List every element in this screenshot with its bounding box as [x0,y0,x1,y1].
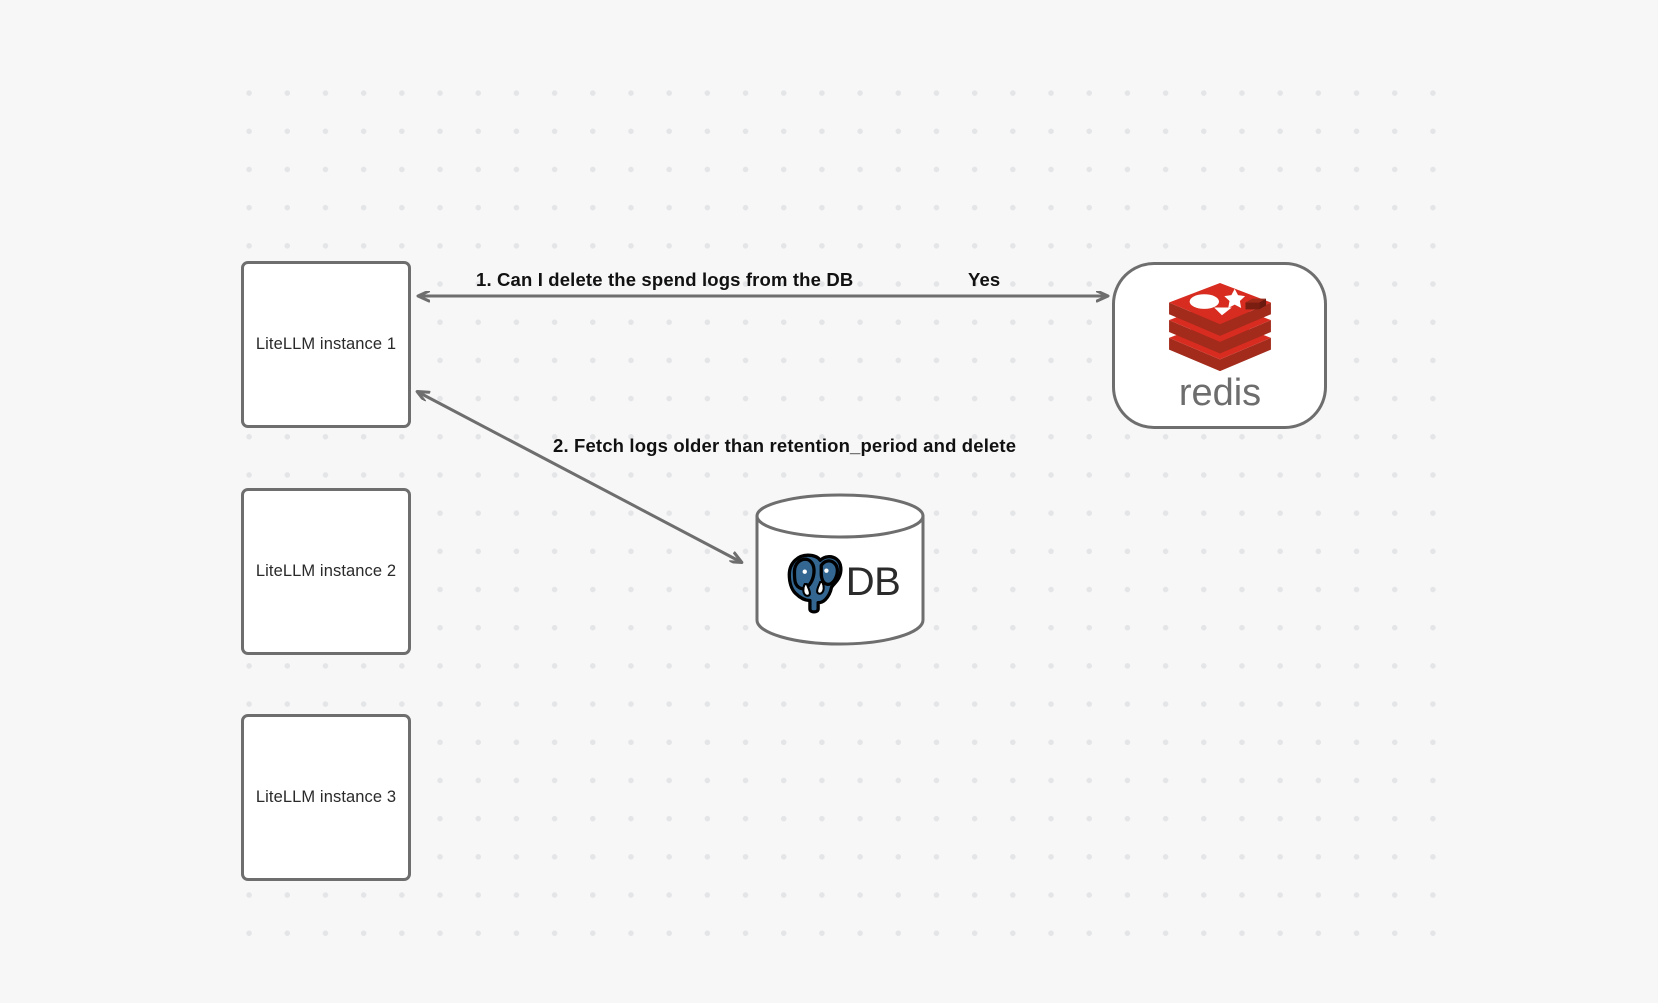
edge-label-1: 1. Can I delete the spend logs from the … [476,269,854,290]
redis-logo-icon [1168,282,1271,371]
node-litellm-instance-1[interactable]: LiteLLM instance 1 [241,261,411,428]
edge-db-litellm1 [418,392,741,562]
node-litellm-instance-3[interactable]: LiteLLM instance 3 [241,714,411,881]
edge-label-yes: Yes [968,269,1001,290]
node-label: LiteLLM instance 1 [255,335,397,353]
redis-wordmark-text: redis [1178,373,1260,414]
cylinder-shape [755,493,925,646]
redis-wordmark: redis [1178,373,1260,414]
postgresql-elephant-icon [787,553,843,614]
node-redis[interactable]: redis [1112,262,1327,429]
node-label: LiteLLM instance 3 [255,788,397,806]
node-label: LiteLLM instance 2 [255,562,397,580]
edge-label-2: 2. Fetch logs older than retention_perio… [553,435,1017,456]
node-database[interactable]: DB [754,492,926,650]
node-litellm-instance-2[interactable]: LiteLLM instance 2 [241,488,411,655]
database-label: DB [845,560,901,604]
